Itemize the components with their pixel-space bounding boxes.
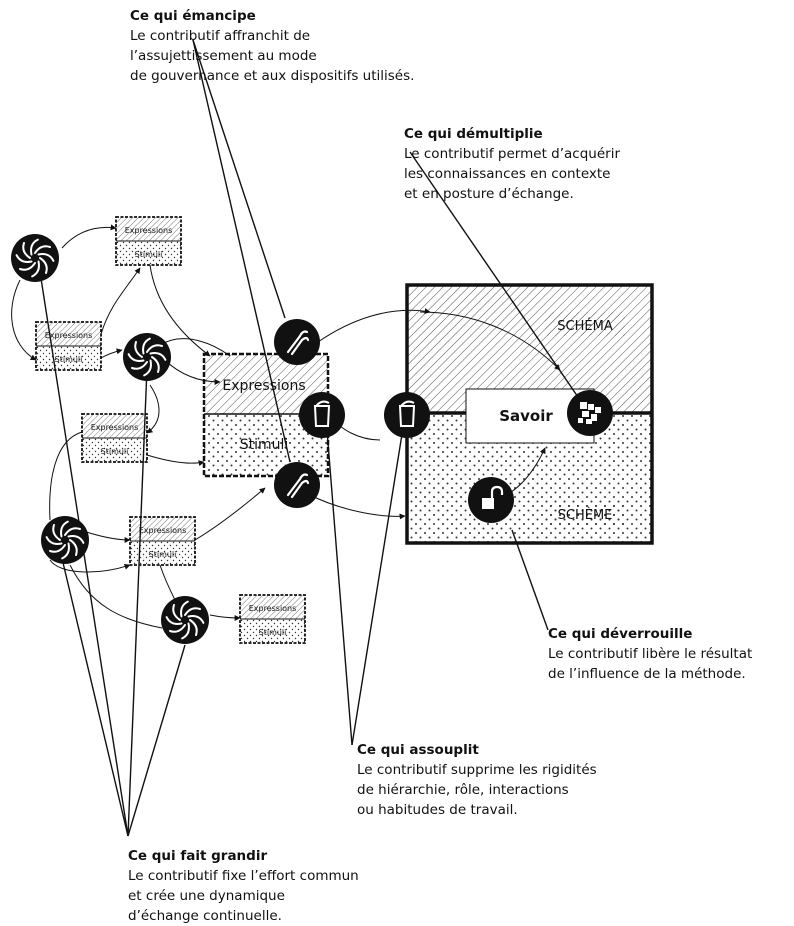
annotation-grandir-title: Ce qui fait grandir (128, 848, 268, 864)
annotation-grandir: Ce qui fait grandir Le contributif fixe … (128, 846, 359, 926)
annotation-deverrouille-line: Le contributif libère le résultat (548, 646, 753, 662)
small-box-expressions-label: Expressions (125, 226, 173, 235)
annotation-demultiplie-line: les connaissances en contexte (404, 166, 611, 182)
small-box-expressions-label: Expressions (139, 526, 187, 535)
puzzle-icon (567, 390, 613, 436)
pliers-icon (274, 462, 320, 508)
spiral-icon (161, 596, 209, 644)
spiral-icon (41, 516, 89, 564)
annotation-emancipe-line: de gouvernance et aux dispositifs utilis… (130, 68, 415, 84)
savoir-label: Savoir (499, 407, 553, 425)
annotation-emancipe-title: Ce qui émancipe (130, 8, 256, 24)
pliers-icon (274, 319, 320, 365)
annotation-assouplit: Ce qui assouplit Le contributif supprime… (357, 740, 597, 820)
small-box-stimuli-label: Stimuli (55, 355, 83, 364)
small-box-expressions-label: Expressions (45, 331, 93, 340)
cup-icon (384, 392, 430, 438)
scheme-label: SCHÈME (558, 507, 613, 523)
open-padlock-icon (468, 477, 514, 523)
annotation-emancipe: Ce qui émancipe Le contributif affranchi… (130, 6, 414, 86)
flow-connectors (11, 224, 561, 629)
small-box-2: Expressions Stimuli (35, 321, 102, 371)
annotation-emancipe-line: Le contributif affranchit de (130, 28, 311, 44)
small-box-expressions-label: Expressions (249, 604, 297, 613)
annotation-assouplit-line: Le contributif supprime les rigidités (357, 762, 597, 778)
schema-label: SCHÉMA (557, 318, 613, 334)
center-stimuli-label: Stimuli (240, 437, 289, 453)
main-knowledge-box: SCHÉMA SCHÈME Savoir (405, 283, 654, 545)
center-expressions-label: Expressions (222, 378, 305, 394)
cup-icon (299, 392, 345, 438)
small-box-stimuli-label: Stimuli (149, 550, 177, 559)
annotation-deverrouille: Ce qui déverrouille Le contributif libèr… (548, 624, 752, 684)
annotation-demultiplie-title: Ce qui démultiplie (404, 126, 543, 142)
annotation-deverrouille-title: Ce qui déverrouille (548, 626, 693, 642)
small-box-stimuli-label: Stimuli (135, 250, 163, 259)
small-box-5: Expressions Stimuli (239, 594, 306, 644)
annotation-grandir-line: d’échange continuelle. (128, 908, 282, 924)
spiral-icon (123, 333, 171, 381)
annotation-emancipe-line: l’assujettissement au mode (130, 48, 317, 64)
small-box-1: Expressions Stimuli (115, 216, 182, 266)
annotation-grandir-line: et crée une dynamique (128, 888, 285, 904)
annotation-grandir-line: Le contributif fixe l’effort commun (128, 868, 359, 884)
small-box-3: Expressions Stimuli (81, 413, 148, 463)
small-box-stimuli-label: Stimuli (259, 628, 287, 637)
annotation-assouplit-line: de hiérarchie, rôle, interactions (357, 782, 569, 798)
annotation-demultiplie: Ce qui démultiplie Le contributif permet… (404, 124, 620, 204)
annotation-assouplit-line: ou habitudes de travail. (357, 802, 518, 818)
annotation-demultiplie-line: et en posture d’échange. (404, 186, 574, 202)
annotation-deverrouille-line: de l’influence de la méthode. (548, 666, 746, 682)
small-box-expressions-label: Expressions (91, 423, 139, 432)
annotation-demultiplie-line: Le contributif permet d’acquérir (404, 146, 620, 162)
spiral-icon (11, 234, 59, 282)
annotation-assouplit-title: Ce qui assouplit (357, 742, 479, 758)
small-box-stimuli-label: Stimuli (101, 447, 129, 456)
